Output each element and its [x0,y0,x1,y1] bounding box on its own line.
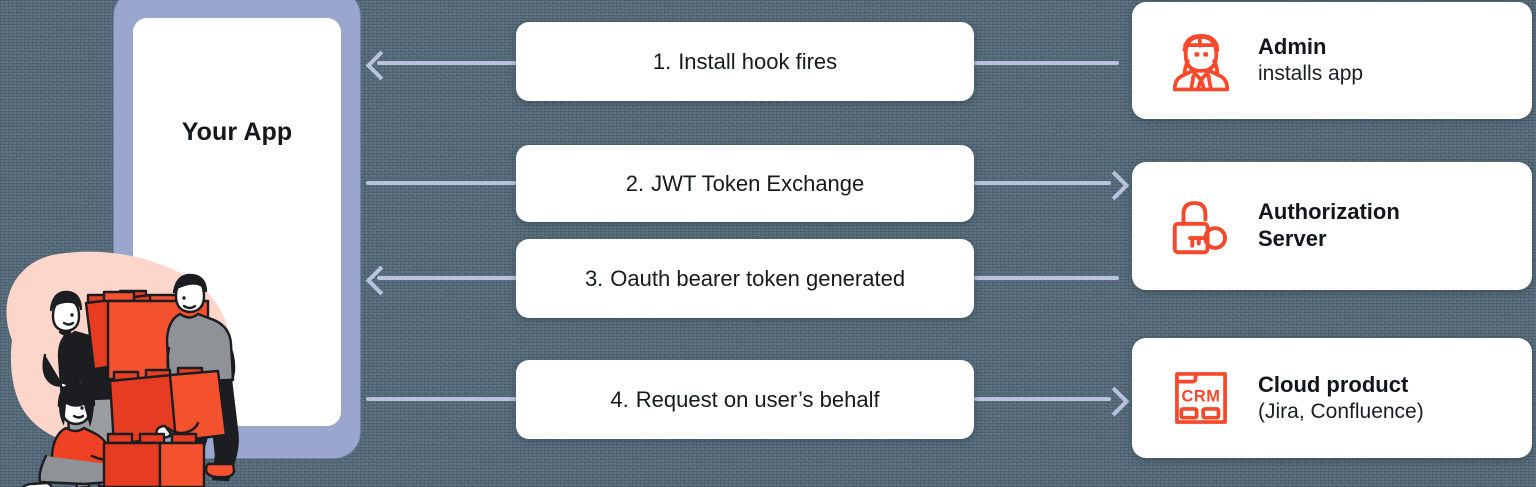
your-app-screen: Your App [133,18,341,426]
step-label-4: 4.Request on user’s behalf [610,387,879,413]
arrowhead-right-icon [1099,170,1130,201]
actor-subtitle-cloud-product: (Jira, Confluence) [1258,399,1424,423]
svg-text:CRM: CRM [1182,387,1221,405]
actor-title-cloud-product: Cloud product [1258,371,1409,397]
actor-title-admin: Admin [1258,34,1327,60]
open-padlock-icon [1172,201,1228,255]
step-text-4: Request on user’s behalf [635,386,880,412]
actor-text-cloud-product: Cloud product (Jira, Confluence) [1258,372,1424,424]
arrowhead-left-icon [365,50,396,81]
page-title: Your App [181,118,293,146]
actor-card-authorization-server[interactable]: Authorization Server [1132,162,1532,290]
actor-card-cloud-product[interactable]: CRM Cloud product (Jira, Confluence) [1132,338,1532,458]
step-text-3: Oauth bearer token generated [610,265,906,291]
your-app-device-frame: Your App [114,0,360,458]
arrowhead-left-icon [365,265,396,296]
step-text-2: JWT Token Exchange [651,170,865,196]
actor-title-authorization-server: Authorization [1258,199,1400,225]
step-number-4: 4. [610,386,629,412]
step-label-3: 3.Oauth bearer token generated [585,266,905,292]
step-number-1: 1. [652,48,672,74]
crm-document-icon: CRM [1175,372,1227,424]
step-pill-1[interactable]: 1.Install hook fires [516,22,974,101]
step-pill-3[interactable]: 3.Oauth bearer token generated [516,239,974,318]
actor-subtitle-admin: installs app [1258,62,1364,86]
step-number-2: 2. [625,170,645,196]
actor-subtitle-authorization-server: Server [1258,226,1327,251]
actor-text-admin: Admin installs app [1258,34,1363,86]
step-pill-2[interactable]: 2.JWT Token Exchange [516,145,974,222]
actor-text-authorization-server: Authorization Server [1258,199,1400,253]
arrowhead-right-icon [1099,386,1130,417]
step-label-1: 1.Install hook fires [653,49,837,75]
actor-card-admin[interactable]: Admin installs app [1132,2,1532,119]
step-number-3: 3. [584,265,604,291]
admin-person-icon [1172,33,1230,91]
step-pill-4[interactable]: 4.Request on user’s behalf [516,360,974,439]
step-text-1: Install hook fires [678,48,838,74]
step-label-2: 2.JWT Token Exchange [626,171,865,197]
